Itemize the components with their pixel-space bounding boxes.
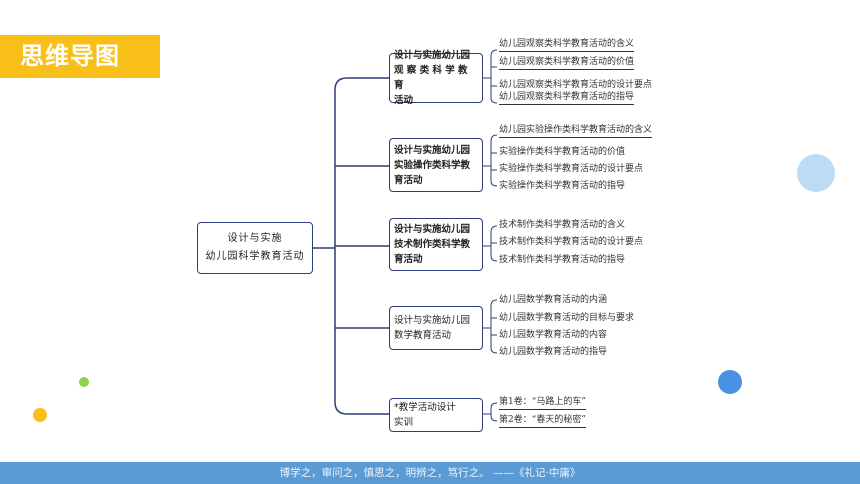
branch-node-math: 设计与实施幼儿园 数学教育活动 (389, 306, 483, 350)
leaf-3-2: 技术制作类科学教育活动的设计要点 (499, 237, 644, 247)
leaf-1-4: 幼儿园观察类科学教育活动的指导 (499, 91, 635, 105)
decor-circle-blue (718, 370, 742, 394)
root-line-1: 设计与实施 (227, 233, 283, 244)
branch-2-line-3: 育活动 (394, 174, 423, 186)
leaf-3-1: 技术制作类科学教育活动的含义 (499, 220, 626, 230)
branch-2-line-2: 实验操作类科学教 (394, 159, 471, 171)
branch-node-observation: 设计与实施幼儿园 观 察 类 科 学 教 育 活动 (389, 50, 483, 106)
branch-3-line-2: 技术制作类科学教 (394, 239, 471, 250)
branch-1-line-1: 设计与实施幼儿园 (394, 50, 471, 61)
leaf-5-2: 第2卷：“春天的秘密” (499, 414, 586, 428)
branch-5-line-2: 实训 (394, 417, 414, 428)
leaf-4-1: 幼儿园数学教育活动的内涵 (499, 295, 608, 305)
leaf-1-2: 幼儿园观察类科学教育活动的价值 (499, 56, 635, 70)
branch-3-line-1: 设计与实施幼儿园 (394, 224, 471, 235)
leaf-4-2: 幼儿园数学教育活动的目标与要求 (499, 313, 635, 323)
badge-title: 思维导图 (20, 43, 120, 70)
decor-dot-yellow (33, 408, 47, 422)
footer-quote: 博学之，审问之，慎思之，明辨之，笃行之。 ——《礼记·中庸》 (279, 467, 581, 479)
footer-bar: 博学之，审问之，慎思之，明辨之，笃行之。 ——《礼记·中庸》 (0, 462, 860, 484)
leaf-4-4: 幼儿园数学教育活动的指导 (499, 347, 608, 357)
mind-map-badge: 思维导图 (0, 35, 160, 78)
leaf-3-3: 技术制作类科学教育活动的指导 (499, 255, 626, 265)
leaf-1-1: 幼儿园观察类科学教育活动的含义 (499, 38, 635, 52)
branch-3-line-3: 育活动 (394, 254, 423, 265)
leaf-5-1: 第1卷：“马路上的车” (499, 396, 586, 410)
leaf-2-3: 实验操作类科学教育活动的设计要点 (499, 164, 644, 174)
branch-node-practice: *教学活动设计 实训 (389, 398, 483, 432)
leaf-4-3: 幼儿园数学教育活动的内容 (499, 330, 608, 340)
root-line-2: 幼儿园科学教育活动 (205, 251, 305, 262)
decor-circle-large (797, 154, 835, 192)
branch-1-line-2: 观 察 类 科 学 教 育 (394, 65, 468, 91)
branch-4-line-2: 数学教育活动 (394, 330, 452, 341)
branch-node-technology: 设计与实施幼儿园 技术制作类科学教 育活动 (389, 218, 483, 271)
leaf-1-3: 幼儿园观察类科学教育活动的设计要点 (499, 80, 653, 90)
branch-node-experiment: 设计与实施幼儿园 实验操作类科学教 育活动 (389, 138, 483, 192)
decor-dot-green (79, 377, 89, 387)
leaf-2-1: 幼儿园实验操作类科学教育活动的含义 (499, 124, 653, 138)
branch-5-line-1: *教学活动设计 (394, 402, 456, 413)
branch-4-line-1: 设计与实施幼儿园 (394, 315, 471, 326)
leaf-2-2: 实验操作类科学教育活动的价值 (499, 147, 626, 157)
leaf-2-4: 实验操作类科学教育活动的指导 (499, 181, 626, 191)
branch-1-line-3: 活动 (394, 95, 414, 106)
branch-2-line-1: 设计与实施幼儿园 (394, 144, 471, 156)
root-node: 设计与实施 幼儿园科学教育活动 (197, 222, 313, 274)
